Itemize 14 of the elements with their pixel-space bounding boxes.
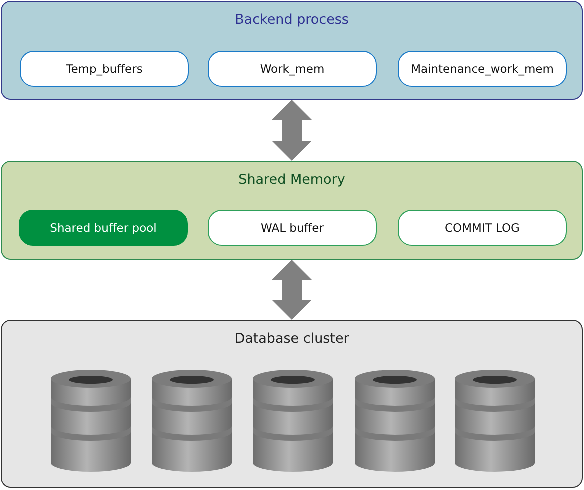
memory-area-box: WAL buffer xyxy=(208,210,377,246)
panel-title: Shared Memory xyxy=(238,172,346,188)
memory-area-box: Temp_buffers xyxy=(20,51,189,87)
layer-panel xyxy=(1,320,583,488)
panel-title: Backend process xyxy=(235,12,349,28)
memory-area-box: Maintenance_work_mem xyxy=(398,51,567,87)
memory-area-box: COMMIT LOG xyxy=(398,210,567,246)
memory-area-box: Work_mem xyxy=(208,51,377,87)
memory-area-box: Shared buffer pool xyxy=(19,210,188,246)
layer-panel xyxy=(1,161,583,260)
double-arrow xyxy=(272,260,312,320)
panel-title: Database cluster xyxy=(234,331,350,347)
double-arrow xyxy=(272,100,312,161)
layer-panel xyxy=(1,1,583,100)
